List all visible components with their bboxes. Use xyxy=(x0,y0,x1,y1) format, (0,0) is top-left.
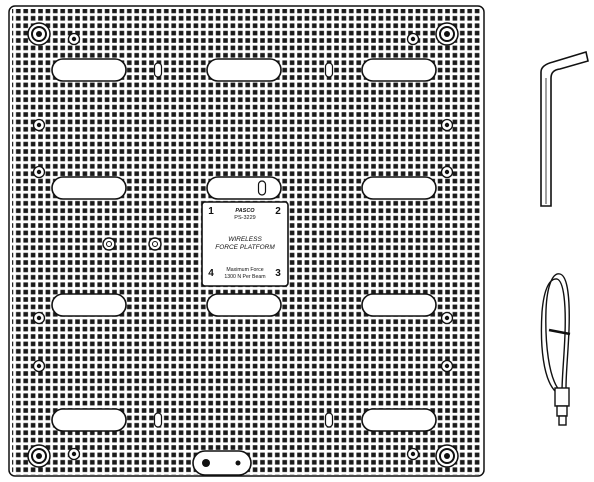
handle-slot xyxy=(206,58,282,82)
usb-port-panel[interactable] xyxy=(192,450,252,476)
max-force-line1: Maximum Force xyxy=(226,267,264,273)
screw xyxy=(406,447,420,461)
handle-slot xyxy=(206,293,282,317)
screw xyxy=(440,359,454,373)
model-label: PS-3229 xyxy=(234,215,256,221)
handle-slots xyxy=(51,58,437,432)
force-platform xyxy=(8,5,485,477)
corner-number-4: 4 xyxy=(208,268,214,279)
handle-slot xyxy=(51,293,127,317)
mounting-screws xyxy=(27,22,459,468)
handle-slot xyxy=(361,58,437,82)
corner-foot-screw xyxy=(435,22,459,46)
screw xyxy=(67,447,81,461)
small-slot xyxy=(153,412,163,428)
corner-number-2: 2 xyxy=(275,206,281,217)
screw xyxy=(32,118,46,132)
corner-number-1: 1 xyxy=(208,206,214,217)
left-center-fittings xyxy=(102,237,162,251)
usb-cable-icon xyxy=(540,273,571,426)
product-name-line1: WIRELESS xyxy=(228,236,262,243)
screw xyxy=(32,165,46,179)
handle-slot xyxy=(361,408,437,432)
handle-slot xyxy=(361,176,437,200)
small-slot xyxy=(324,62,334,78)
corner-foot-screw xyxy=(27,22,51,46)
handle-slot xyxy=(51,58,127,82)
label-plate xyxy=(201,201,289,287)
product-name-line2: FORCE PLATFORM xyxy=(215,244,275,251)
screw xyxy=(440,311,454,325)
max-force-line2: 1300 N Per Beam xyxy=(224,274,266,280)
screw xyxy=(406,32,420,46)
screw xyxy=(32,311,46,325)
screw xyxy=(67,32,81,46)
corner-foot-screw xyxy=(27,444,51,468)
small-slot xyxy=(257,180,267,196)
handle-slot xyxy=(361,293,437,317)
corner-number-3: 3 xyxy=(275,268,281,279)
screw xyxy=(440,165,454,179)
screw xyxy=(32,359,46,373)
hex-key-icon xyxy=(540,50,589,207)
handle-slot xyxy=(206,176,282,200)
small-slots xyxy=(153,62,334,428)
corner-foot-screw xyxy=(435,444,459,468)
handle-slot xyxy=(51,408,127,432)
small-slot xyxy=(153,62,163,78)
handle-slot xyxy=(51,176,127,200)
small-slot xyxy=(324,412,334,428)
brand-label: PASCO xyxy=(235,208,255,214)
screw xyxy=(440,118,454,132)
